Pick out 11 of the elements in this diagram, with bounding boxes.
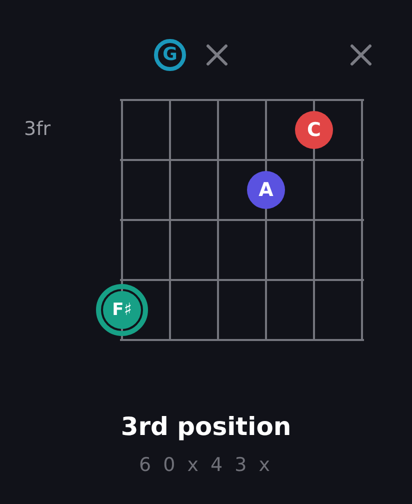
note-name: A [258, 180, 274, 200]
note-name: G [162, 46, 178, 64]
note-dot [295, 111, 333, 149]
note-dot [96, 284, 148, 336]
note-dot [247, 171, 285, 209]
chord-title: 3rd position [120, 412, 292, 441]
note-name: C [307, 120, 321, 140]
fret-position-label: 3fr [24, 118, 51, 140]
note-name: F♯ [112, 302, 132, 318]
note-dot [154, 39, 186, 71]
fingering-caption: 6 0 x 4 3 x [138, 454, 274, 476]
